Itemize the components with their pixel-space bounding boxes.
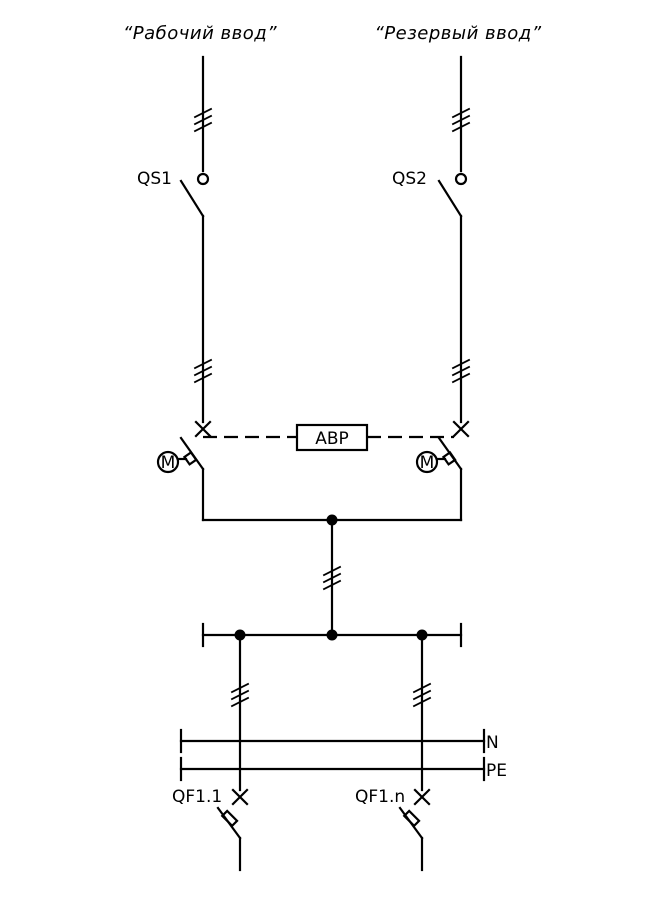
breaker-cross-icon: [413, 788, 431, 806]
protective-earth-label: PE: [486, 761, 507, 781]
breaker-cross-icon: [452, 420, 470, 438]
qs1-label: QS1: [137, 169, 172, 189]
three-phase-mark: [193, 107, 213, 133]
left-motor-operator: M: [156, 450, 198, 474]
qs2-label: QS2: [392, 169, 427, 189]
motor-icon: [156, 450, 180, 474]
three-phase-mark: [230, 682, 250, 708]
disconnector-blade-qs2: [437, 179, 463, 218]
neutral-label: N: [486, 733, 499, 753]
thermal-trip-icon: [402, 809, 421, 828]
junction-dot: [326, 629, 338, 641]
motor-label-right: M: [420, 453, 435, 473]
motor-icon: [415, 450, 439, 474]
working-input-title: “Рабочий ввод”: [123, 23, 277, 44]
avr-label: АВР: [315, 429, 349, 449]
working-feeder: [179, 55, 213, 522]
three-phase-mark: [412, 682, 432, 708]
disconnector-contact-icon: [196, 172, 210, 186]
avr-block: [295, 423, 369, 452]
qf1n-label: QF1.n: [355, 787, 405, 807]
breaker-qf11: [216, 788, 249, 872]
qf11-label: QF1.1: [172, 787, 222, 807]
motor-label-left: M: [161, 453, 176, 473]
breaker-qf1n: [398, 788, 431, 872]
three-phase-mark: [193, 358, 213, 384]
breaker-cross-icon: [231, 788, 249, 806]
reserve-feeder: [437, 55, 471, 522]
thermal-trip-icon: [220, 809, 239, 828]
three-phase-mark: [322, 565, 342, 591]
disconnector-contact-icon: [454, 172, 468, 186]
three-phase-mark: [451, 107, 471, 133]
breaker-cross-icon: [194, 420, 212, 438]
three-phase-mark: [451, 358, 471, 384]
disconnector-blade-qs1: [179, 179, 205, 218]
reserve-input-title: “Резервый ввод”: [374, 23, 541, 44]
right-motor-operator: M: [415, 450, 457, 474]
